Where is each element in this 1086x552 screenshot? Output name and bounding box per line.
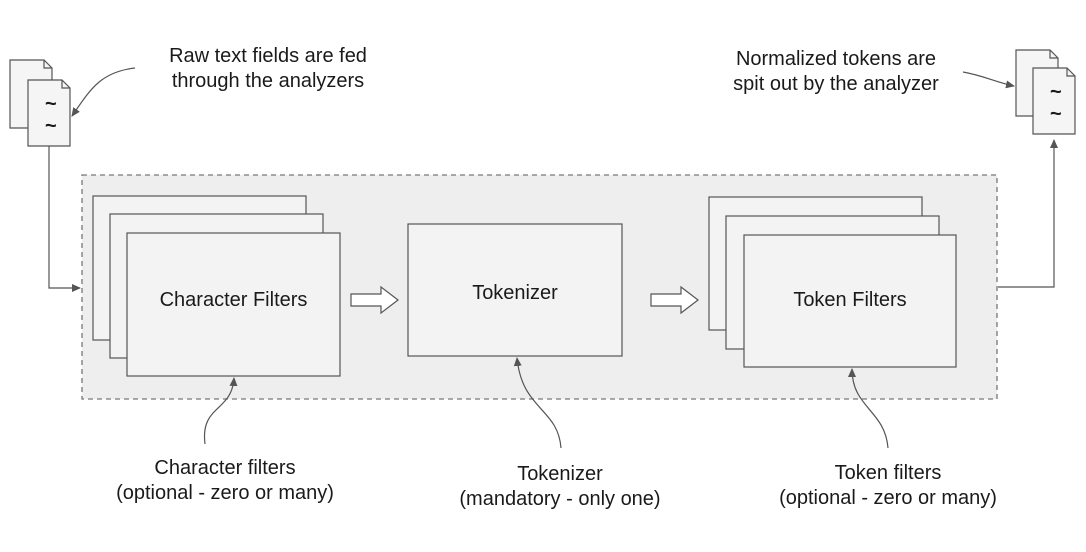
output-note-line2: spit out by the analyzer xyxy=(733,73,939,95)
input-note-arrow xyxy=(71,67,136,117)
output-flow-arrow xyxy=(998,139,1058,288)
tokenizer-caption-line2: (mandatory - only one) xyxy=(459,488,661,510)
output-document-icon xyxy=(1015,49,1076,135)
input-note-line2: through the analyzers xyxy=(171,70,365,92)
token-filters-caption: Token filters (optional - zero or many) xyxy=(758,461,1018,511)
tokenizer-box xyxy=(407,223,623,357)
tokenizer-caption: Tokenizer (mandatory - only one) xyxy=(430,462,690,512)
character-filters-caption-line2: (optional - zero or many) xyxy=(116,482,334,504)
input-flow-arrow xyxy=(48,146,81,292)
tokenizer-caption-line1: Tokenizer xyxy=(517,463,603,485)
token-filters-stack xyxy=(708,196,957,368)
input-doc-glyph-2: ~ xyxy=(45,115,57,137)
character-filters-caption-line1: Character filters xyxy=(154,457,296,479)
output-note-line1: Normalized tokens are xyxy=(735,48,937,70)
output-doc-glyph-1: ~ xyxy=(1050,81,1062,103)
output-doc-glyph-2: ~ xyxy=(1050,103,1062,125)
token-filters-title: Token Filters xyxy=(793,289,907,311)
output-note: Normalized tokens are spit out by the an… xyxy=(716,47,956,97)
character-filters-caption-arrow xyxy=(203,377,238,445)
character-filters-title: Character Filters xyxy=(159,289,308,311)
token-filters-caption-arrow xyxy=(848,368,889,449)
input-document-icon xyxy=(9,59,71,147)
output-note-arrow xyxy=(962,71,1015,89)
tokenizer-title: Tokenizer xyxy=(472,282,558,304)
token-filters-caption-line1: Token filters xyxy=(834,462,942,484)
input-note-line1: Raw text fields are fed xyxy=(169,45,367,67)
stage-arrow-2 xyxy=(650,285,699,315)
token-filters-caption-line2: (optional - zero or many) xyxy=(779,487,997,509)
input-doc-glyph-1: ~ xyxy=(45,93,57,115)
character-filters-stack xyxy=(92,195,341,377)
input-note: Raw text fields are fed through the anal… xyxy=(148,44,388,94)
character-filters-caption: Character filters (optional - zero or ma… xyxy=(95,456,355,506)
tokenizer-caption-arrow xyxy=(513,357,562,449)
stage-arrow-1 xyxy=(350,285,399,315)
